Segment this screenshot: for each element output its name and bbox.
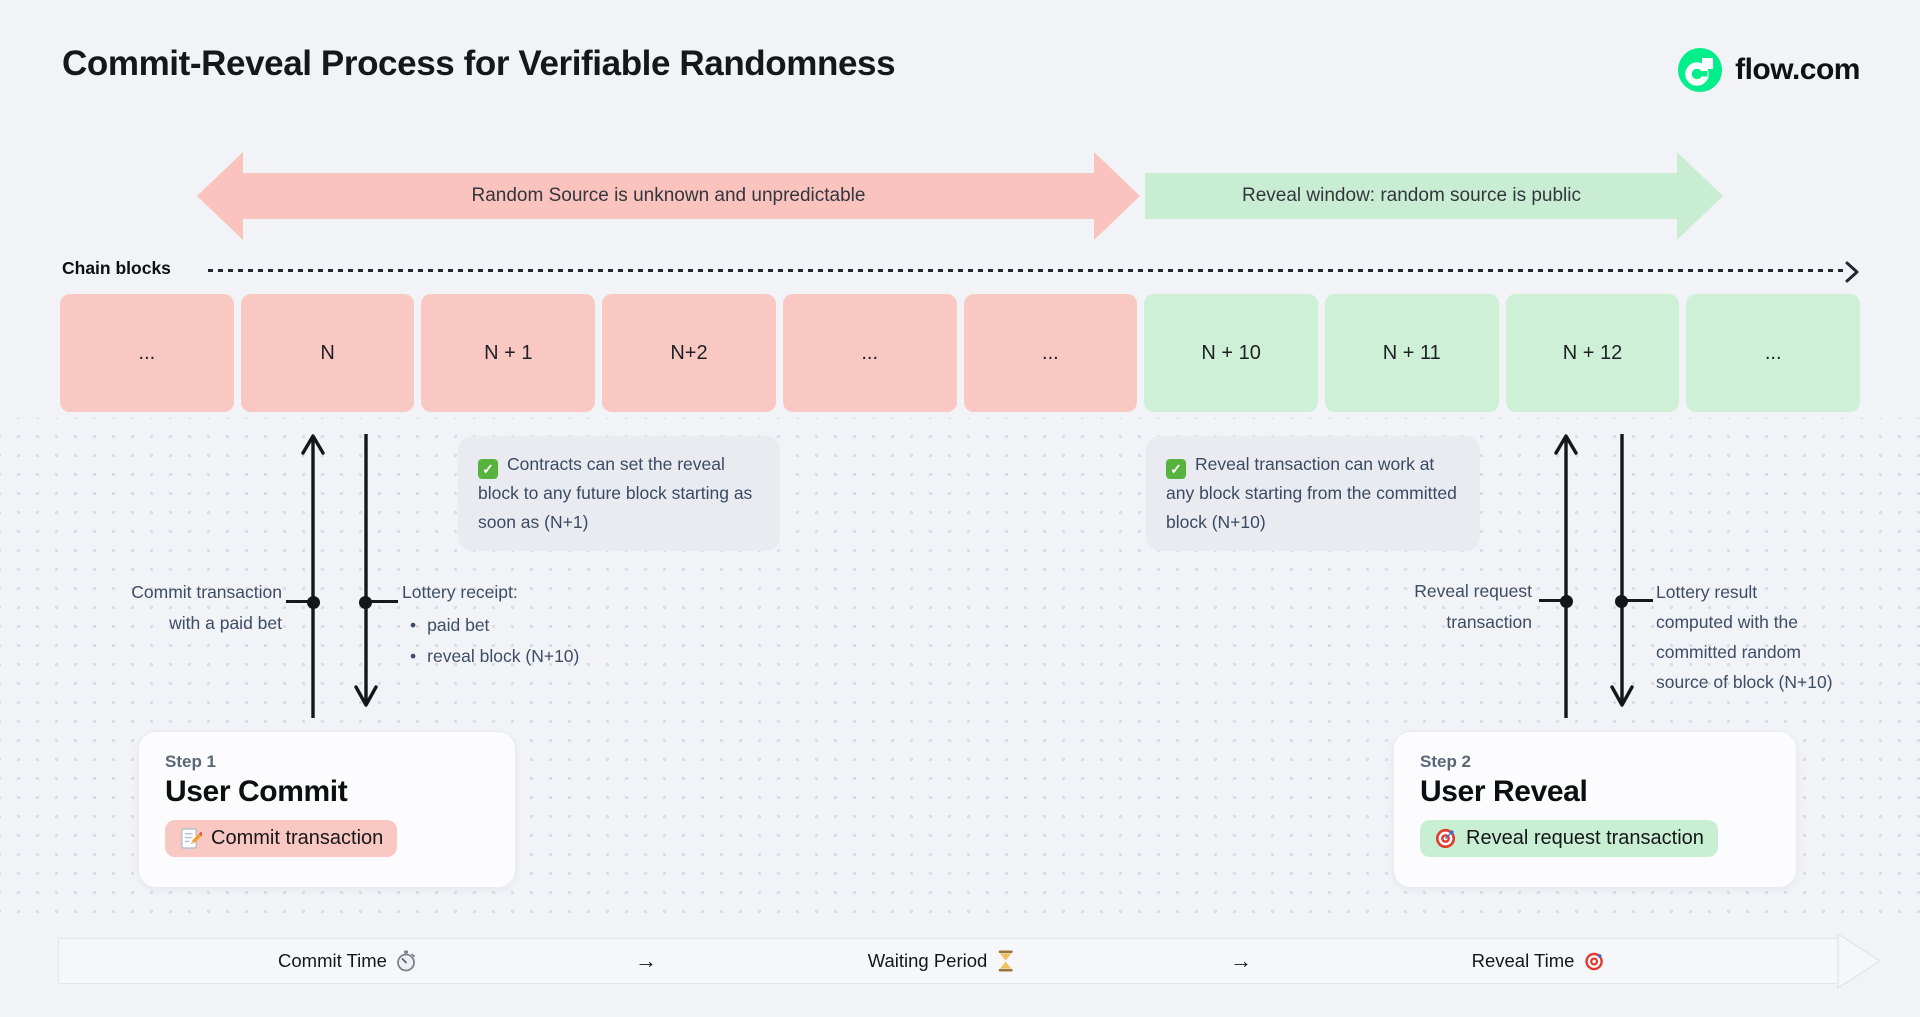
unknown-phase-arrow: Random Source is unknown and unpredictab… (197, 152, 1140, 240)
connector-line (286, 600, 314, 603)
flow-logo-icon (1678, 48, 1723, 92)
unknown-phase-label: Random Source is unknown and unpredictab… (471, 185, 866, 206)
chain-block: ... (782, 294, 957, 412)
result-down-arrow (1608, 434, 1636, 712)
chain-blocks-row: ... N N + 1 N+2 ... ... N + 10 N + 11 N … (60, 294, 1861, 412)
check-icon (1166, 459, 1186, 479)
step2-label: Step 2 (1420, 752, 1472, 771)
connector-line (1622, 599, 1653, 602)
connector-dot (359, 596, 372, 609)
stopwatch-icon (396, 950, 416, 972)
target-icon (1583, 951, 1604, 972)
step1-card: Step 1 User Commit Commit transaction (138, 731, 516, 888)
reveal-request-annotation: Reveal request transaction (1414, 581, 1532, 632)
target-icon (1434, 827, 1457, 850)
step1-title: User Commit (165, 775, 348, 808)
chain-timeline-dotted-line (208, 269, 1844, 272)
connector-line (366, 600, 398, 603)
chain-blocks-label: Chain blocks (62, 258, 171, 278)
connector-dot (1615, 595, 1628, 608)
hourglass-icon (996, 950, 1014, 972)
flow-brand[interactable]: flow.com (1678, 48, 1860, 92)
timeline-reveal-time: Reveal Time (1472, 950, 1605, 972)
connector-line (1539, 599, 1567, 602)
right-arrowhead (1677, 152, 1723, 240)
timeline-waiting-period: Waiting Period (868, 950, 1015, 972)
reveal-window-arrow: Reveal window: random source is public (1145, 152, 1723, 240)
reveal-up-arrow (1552, 430, 1580, 720)
reveal-note-box: Reveal transaction can work at any block… (1146, 436, 1480, 551)
step2-card: Step 2 User Reveal Reveal request transa… (1393, 731, 1797, 888)
left-arrowhead (197, 152, 243, 240)
lottery-result-annotation: Lottery result computed with the committ… (1656, 582, 1833, 692)
connector-dot (1560, 595, 1573, 608)
connector-dot (307, 596, 320, 609)
right-arrowhead (1094, 152, 1140, 240)
commit-up-arrow (299, 430, 327, 720)
commit-transaction-annotation: Commit transaction with a paid bet (131, 582, 282, 633)
right-arrow: → (1230, 948, 1252, 973)
chain-block: ... (963, 294, 1138, 412)
check-icon (478, 459, 498, 479)
commit-note-box: Contracts can set the reveal block to an… (458, 436, 780, 551)
chain-block: N (240, 294, 415, 412)
timeline-commit-time: Commit Time (278, 950, 416, 972)
chain-block: N+2 (602, 294, 776, 412)
chain-block: N + 10 (1144, 294, 1318, 412)
chain-block: ... (1686, 294, 1861, 412)
brand-name: flow.com (1735, 53, 1860, 86)
timeline-bar: Commit Time → Waiting Period → Reveal Ti… (58, 938, 1839, 984)
step2-title: User Reveal (1420, 775, 1588, 808)
chain-block: N + 12 (1505, 294, 1680, 412)
page-title: Commit-Reveal Process for Verifiable Ran… (62, 44, 896, 83)
lottery-receipt-annotation: Lottery receipt: paid bet reveal block (… (402, 577, 579, 672)
step1-label: Step 1 (165, 752, 217, 771)
chevron-right-icon (1844, 260, 1860, 284)
reveal-window-label: Reveal window: random source is public (1242, 185, 1581, 206)
reveal-request-pill[interactable]: Reveal request transaction (1420, 820, 1718, 857)
timeline-end-arrow-outline (1837, 933, 1883, 989)
right-arrow: → (635, 948, 657, 973)
receipt-down-arrow (352, 434, 380, 712)
chain-block: ... (60, 294, 234, 412)
chain-block: N + 1 (421, 294, 596, 412)
commit-transaction-pill[interactable]: Commit transaction (165, 820, 398, 857)
chain-block: N + 11 (1324, 294, 1499, 412)
memo-icon (179, 827, 202, 850)
